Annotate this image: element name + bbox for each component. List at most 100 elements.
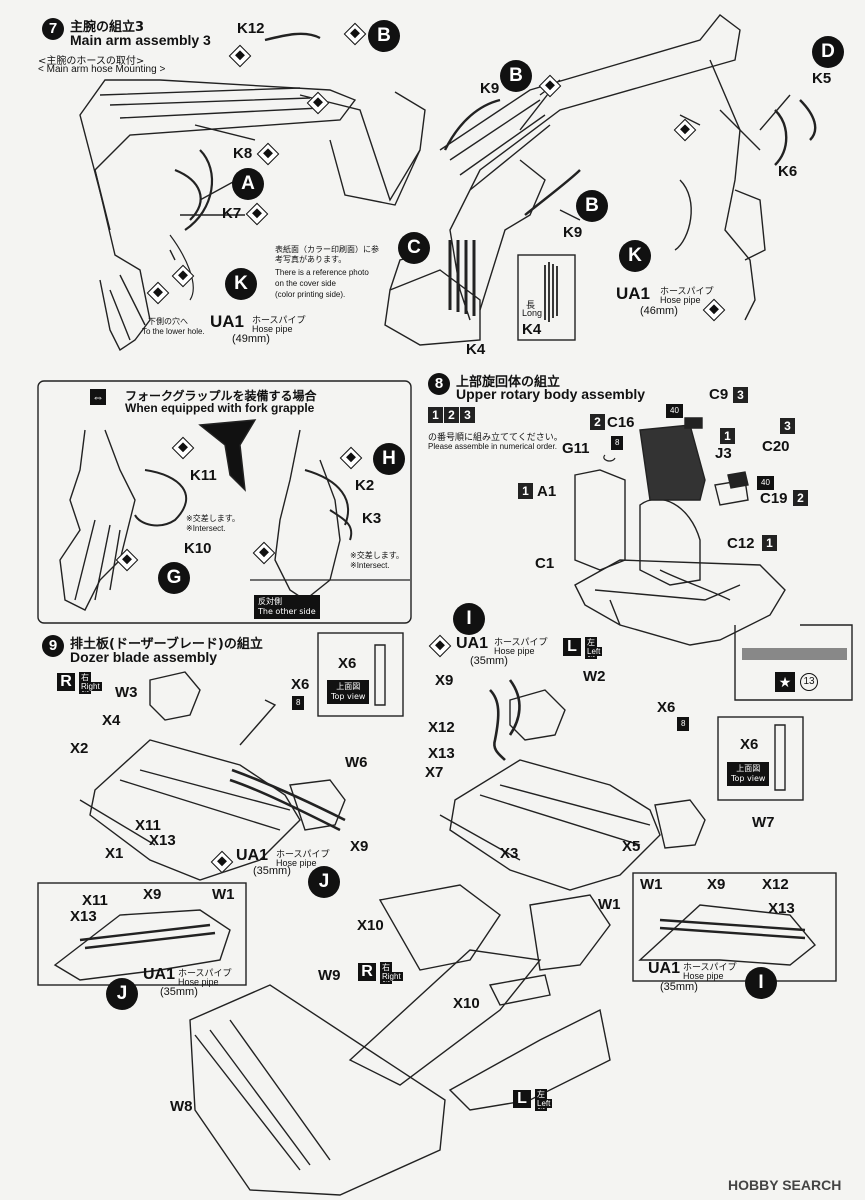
part-label-k12: K12	[237, 20, 265, 37]
step7-number: 7	[42, 18, 64, 40]
left-side-en: Left	[535, 1099, 553, 1108]
part-label-x9-right: X9	[435, 672, 454, 689]
part-label-c9: C9	[709, 386, 729, 403]
hose-pipe-jp-left: ホースパイプ	[252, 316, 306, 326]
callout-h-circle: H	[373, 443, 405, 475]
part-label-w3: W3	[115, 684, 138, 701]
top-view-en: Top view	[331, 692, 366, 701]
part-number-a1: 1	[518, 483, 533, 499]
callout-b-circle: B	[368, 20, 400, 52]
x6-tag-left: 8	[292, 696, 305, 710]
inset-j-label-w1: W1	[212, 886, 235, 903]
inset-j-label-x13: X13	[70, 908, 97, 925]
right-side-badge: R 右側 Right	[57, 672, 102, 694]
right-side-en: Right	[79, 682, 102, 691]
part-label-x12: X12	[428, 719, 455, 736]
part-label-c12: C12	[727, 535, 755, 552]
hose-pipe-en-i: Hose pipe	[494, 646, 535, 656]
lower-hole-note-jp: 下側の穴へ	[148, 317, 188, 326]
hose-length-left: (49mm)	[232, 333, 270, 345]
part-label-x13-right: X13	[428, 745, 455, 762]
order-number-3: 3	[460, 407, 475, 423]
other-side-en: The other side	[258, 607, 316, 616]
part-label-w2: W2	[583, 668, 606, 685]
part-label-x5: X5	[622, 838, 641, 855]
step8-header: 8	[428, 373, 450, 395]
part-number-c12: 1	[762, 535, 777, 551]
part-number-badge: 1	[720, 427, 736, 445]
lower-hole-note-en: To the lower hole.	[142, 327, 205, 336]
part-number-c9: 3	[733, 387, 748, 403]
hose-length-j: (35mm)	[253, 865, 291, 877]
part-label-ua1-i: UA1	[456, 635, 489, 652]
inset-i-label-x12: X12	[762, 876, 789, 893]
left-side-en: Left	[585, 647, 603, 656]
step7-title-jp: 主腕の組立3	[70, 20, 145, 35]
part-number-badge: 2	[793, 489, 809, 507]
intersect-note-en-right: ※Intersect.	[350, 561, 390, 570]
fork-title-jp: フォークグラップルを装備する場合	[125, 389, 317, 403]
callout-k-circle: K	[225, 268, 257, 300]
hose-length-i: (35mm)	[470, 655, 508, 667]
intersect-note-jp-left: ※交差します。	[186, 514, 240, 523]
part-label-x4: X4	[102, 712, 121, 729]
part-number-badge: 1	[518, 482, 534, 500]
part-label-ua1-left: UA1	[210, 312, 245, 331]
watermark: HOBBY SEARCH	[728, 1177, 842, 1193]
callout-g-circle: G	[158, 562, 190, 594]
top-view-jp: 上面図	[336, 682, 361, 691]
step8-title-jp: 上部旋回体の組立	[456, 375, 561, 390]
part-label-x1: X1	[105, 845, 124, 862]
fork-grapple-icon: ⇔	[90, 389, 106, 405]
part-label-k6: K6	[778, 163, 798, 180]
long-note-jp: 長	[526, 301, 536, 311]
part-number-c20: 3	[780, 418, 795, 434]
part-label-x7: X7	[425, 764, 444, 781]
part-label-k11: K11	[190, 467, 217, 484]
part-label-g11: G11	[562, 440, 590, 457]
other-side-jp: 反対側	[258, 597, 282, 606]
part-label-j3: J3	[715, 445, 732, 462]
reference-photo-note-en-2: on the cover side	[275, 279, 336, 288]
part-label-x9-left: X9	[350, 838, 369, 855]
part-label-k9-bottom: K9	[563, 224, 583, 241]
part-label-x6-inset-left: X6	[338, 655, 357, 672]
part-label-x10-bottom: X10	[453, 995, 480, 1012]
intersect-note-en-left: ※Intersect.	[186, 524, 226, 533]
part-label-c1: C1	[535, 555, 555, 572]
hose-length-right: (46mm)	[640, 305, 678, 317]
part-label-x6-inset-right: X6	[740, 736, 759, 753]
long-note-en: Long	[522, 308, 543, 318]
right-side-en: Right	[380, 972, 403, 981]
inset-j-hose-en: Hose pipe	[178, 977, 219, 987]
part-label-w6: W6	[345, 754, 368, 771]
part-label-w1-bottom: W1	[598, 896, 621, 913]
callout-k-circle: K	[619, 240, 651, 272]
top-view-tag-left: 上面図 Top view	[327, 680, 370, 704]
part-label-x13-left: X13	[149, 832, 176, 849]
step8-title-en: Upper rotary body assembly	[456, 386, 646, 402]
hose-pipe-en-right: Hose pipe	[660, 295, 701, 305]
part-label-x2: X2	[70, 740, 89, 757]
decal-40-tag-c19: 40	[757, 476, 774, 490]
inset-j-label-x11: X11	[82, 892, 108, 909]
part-label-k8: K8	[233, 145, 253, 162]
part-label-w7: W7	[752, 814, 775, 831]
inset-i-hose-jp: ホースパイプ	[683, 963, 737, 973]
inset-i-label-ua1: UA1	[648, 960, 681, 977]
part-number-j3: 1	[720, 428, 735, 444]
step9-title-en: Dozer blade assembly	[70, 649, 218, 665]
callout-a-circle: A	[232, 168, 264, 200]
x6-tag-right: 8	[677, 717, 690, 731]
part-label-k10: K10	[184, 540, 212, 557]
callout-d-circle: D	[812, 36, 844, 68]
part-label-c16: C16	[607, 414, 635, 431]
callout-i-circle: I	[453, 603, 485, 635]
part-number-badge: 3	[780, 417, 796, 435]
order-number-2: 2	[444, 407, 459, 423]
part-label-ua1-j: UA1	[236, 847, 269, 864]
step8-number: 8	[428, 373, 450, 395]
inset-i-label-w1: W1	[640, 876, 663, 893]
